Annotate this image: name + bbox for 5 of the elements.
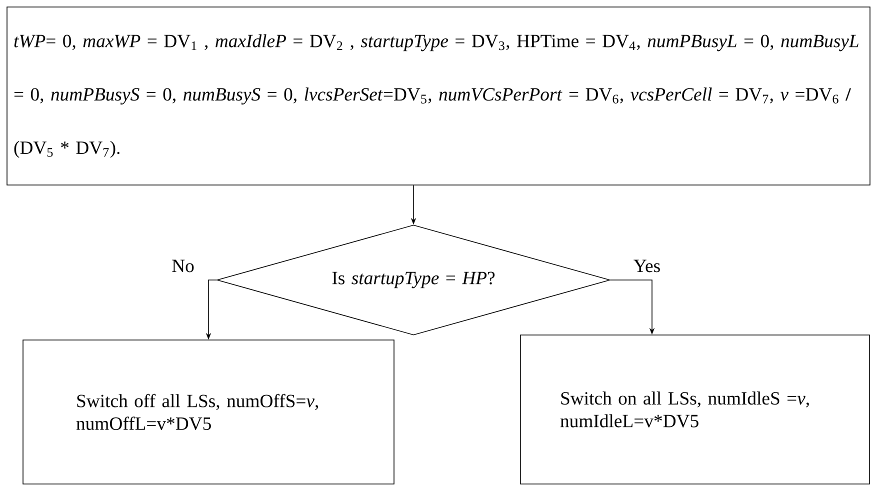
process-box: tWP= 0, maxWP = DV$_{1}$ , maxIdleP = DV$_{2}$ , startupType = DV$_{3}$, HPTime = DV$_{4}$, numPBusyL = 0, numBusyL = 0, numPBusyS = 0, numBusyS = 0, lvcsPerSet=DV$_{5}$, numVCsPerPort = DV$_{6}$, vcsPerCell = DV$_{7}$, v =DV$_{6}$ / (DV$_{5}$ * DV$_{7}$). (6, 6, 870, 186)
edge-label: Yes (632, 258, 662, 274)
edge-label: No (170, 258, 196, 274)
process-box: Switch on all LSs, numIdleS =v, numIdleL=v*DV5 (520, 334, 870, 484)
process-box: Switch off all LSs, numOffS=v, numOffL=v*DV5 (22, 340, 394, 484)
